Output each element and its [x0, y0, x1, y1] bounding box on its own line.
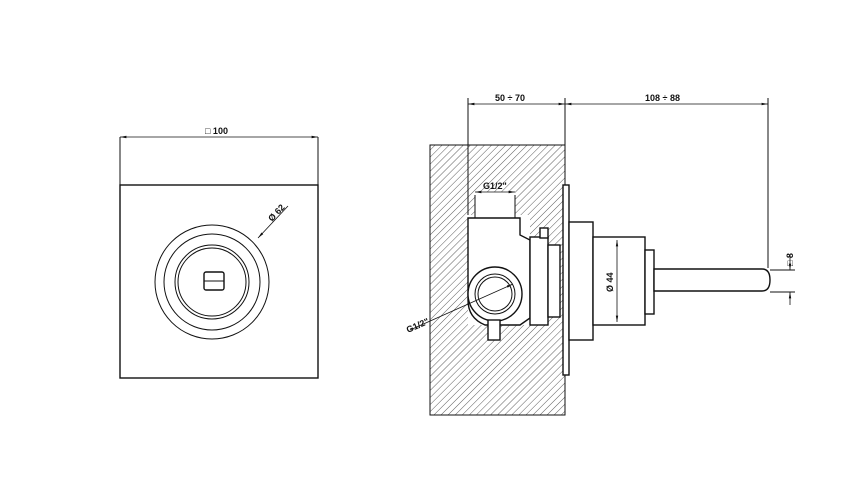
knob-body	[592, 236, 646, 326]
flange-diameter-label: Ø 44	[605, 272, 615, 292]
outer-ring	[154, 224, 270, 340]
knob-face	[177, 247, 247, 317]
side-port-inner	[474, 273, 516, 315]
cover-plate-side	[562, 184, 570, 376]
wall-depth-label: 50 ÷ 70	[495, 93, 525, 103]
side-view: G1/2" G1/2" Ø 44 □ 8 50 ÷ 70 108 ÷ 88	[405, 93, 795, 416]
handle-square-label: □ 8	[785, 253, 795, 266]
width-label: □ 100	[205, 126, 228, 136]
flange	[568, 221, 594, 341]
lever-handle	[653, 268, 771, 292]
middle-ring	[163, 233, 261, 331]
top-port	[475, 192, 515, 216]
side-port-bore	[477, 276, 513, 312]
projection-label: 108 ÷ 88	[645, 93, 680, 103]
knob-cap	[644, 249, 655, 315]
side-thread-leader	[409, 283, 514, 331]
front-view: □ 100 Ø 62	[119, 126, 319, 379]
valve-cartridge	[529, 236, 549, 326]
side-thread-label: G1/2"	[405, 316, 431, 335]
cartridge-collar	[547, 244, 561, 318]
diameter-leader	[257, 205, 289, 239]
side-port-outer	[467, 266, 523, 322]
bottom-nipple	[487, 319, 501, 341]
knob-ring	[174, 244, 250, 320]
top-thread-label: G1/2"	[483, 181, 507, 191]
cartridge-screw	[539, 227, 549, 239]
